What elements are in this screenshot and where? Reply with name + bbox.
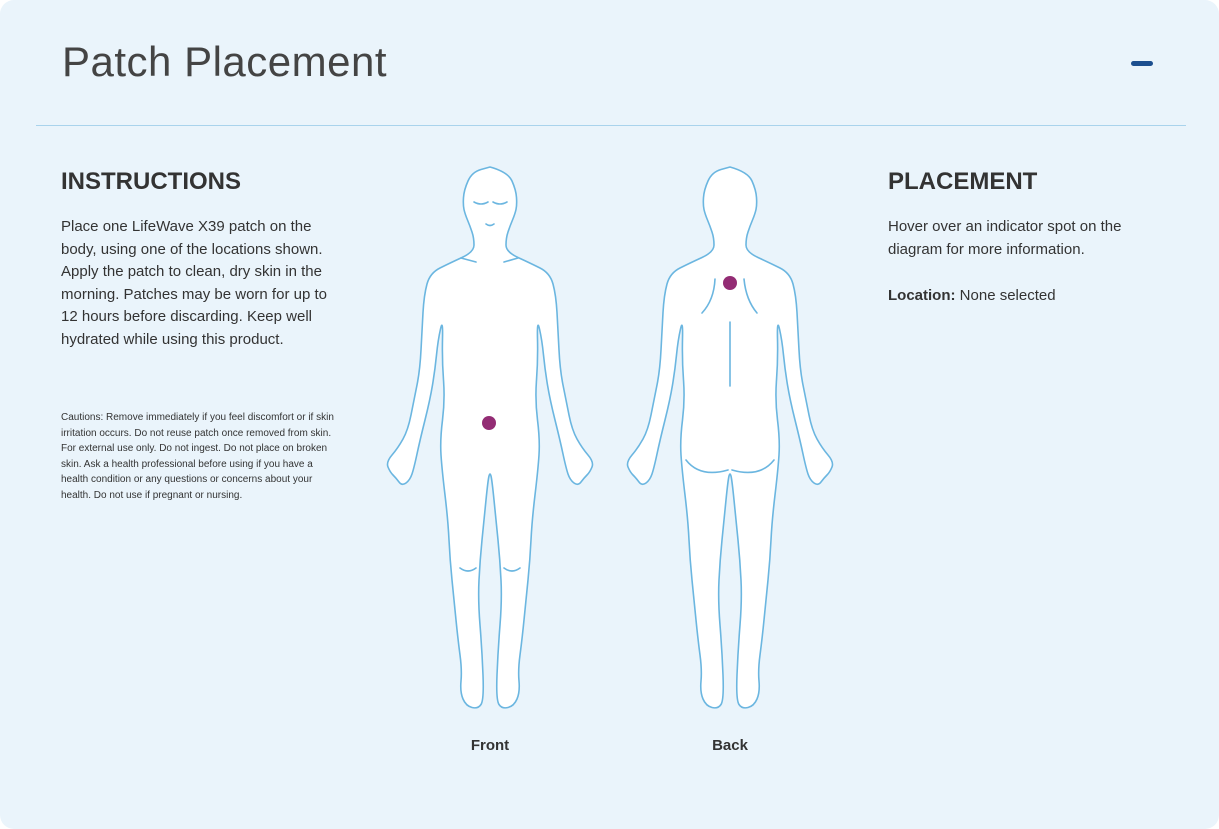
location-value: None selected	[959, 287, 1056, 304]
cautions-text: Cautions: Remove immediately if you feel…	[61, 412, 334, 501]
page-title: Patch Placement	[62, 38, 388, 85]
eyes	[473, 201, 508, 205]
back-indicator-spot[interactable]	[723, 276, 737, 290]
knees	[459, 567, 521, 572]
minus-icon[interactable]	[1131, 61, 1153, 66]
front-label: Front	[470, 737, 510, 754]
location-label: Location:	[888, 287, 956, 304]
location-readout: Location: None selected	[888, 287, 1056, 304]
front-body-figure	[386, 166, 594, 709]
instructions-heading: INSTRUCTIONS	[61, 168, 241, 195]
back-label: Back	[712, 737, 748, 754]
shoulder-blades	[701, 278, 758, 314]
back-body-outline	[626, 166, 834, 709]
instructions-text: Place one LifeWave X39 patch on the body…	[61, 218, 327, 348]
front-indicator-spot[interactable]	[482, 416, 496, 430]
mouth	[485, 223, 495, 227]
placement-text: Hover over an indicator spot on the diag…	[888, 218, 1122, 258]
collarbones	[460, 257, 519, 263]
buttocks	[685, 459, 775, 474]
back-body-figure	[626, 166, 834, 709]
divider	[36, 125, 1186, 126]
front-body-outline	[386, 166, 594, 709]
placement-heading: PLACEMENT	[888, 168, 1038, 195]
